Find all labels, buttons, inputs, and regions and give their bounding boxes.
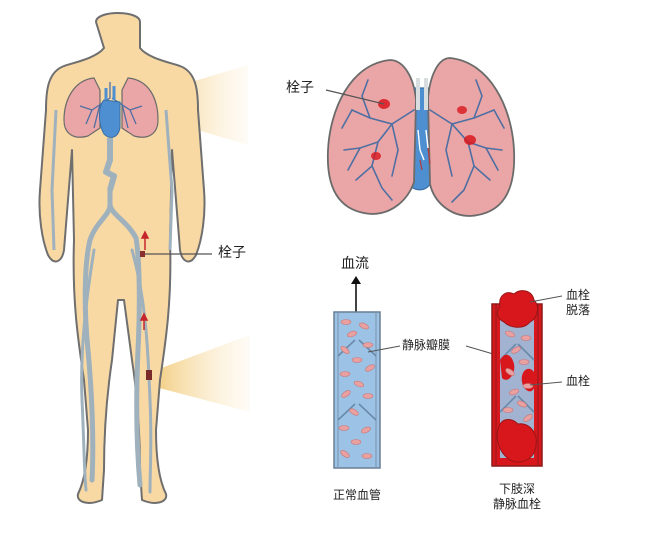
detached-clot-leader <box>529 295 563 303</box>
dvt-vessel-illustration <box>491 290 543 467</box>
detached-clot <box>496 290 538 328</box>
left-bronchial-tree <box>341 79 415 201</box>
clot-detached-line-2: 脱落 <box>566 303 591 317</box>
normal-vessel-label: 正常血管 <box>332 488 382 502</box>
lung-clot-4 <box>464 135 476 145</box>
enlarged-lungs <box>326 57 516 217</box>
embolus-lung-leader <box>325 89 385 105</box>
body-right-lung <box>121 77 159 138</box>
flow-arrows <box>139 230 150 330</box>
right-bronchial-tree <box>429 79 505 203</box>
clot-detached-line-1: 血栓 <box>566 288 591 302</box>
thrombus-label: 血栓 <box>566 374 591 388</box>
body-left-lung <box>63 77 101 138</box>
enlarged-left-lung <box>326 59 417 215</box>
valve-leader-normal <box>367 345 401 353</box>
dvt-label: 下肢深 静脉血栓 <box>493 482 541 512</box>
normal-vessel-valves <box>337 339 377 421</box>
thrombus-marker <box>146 370 152 380</box>
body-vena-cava <box>103 138 117 191</box>
embolus-leg-label: 栓子 <box>218 245 246 261</box>
thrombus-leader <box>529 381 563 386</box>
lung-clot-2 <box>371 152 381 160</box>
body-silhouette <box>38 12 206 504</box>
thrombus-mass-lower <box>496 419 537 463</box>
lung-clot-3 <box>457 106 467 114</box>
body-bronchi <box>79 82 143 129</box>
venous-valve-label: 静脉瓣膜 <box>402 338 451 352</box>
enlarged-trachea <box>416 78 428 110</box>
leg-spotlight-beam <box>148 335 250 412</box>
normal-vessel-illustration <box>333 276 381 469</box>
embolus-lung-label: 栓子 <box>286 80 314 96</box>
clot-detached-label: 血栓 脱落 <box>566 288 590 318</box>
leg-veins <box>80 187 153 494</box>
arm-veins <box>50 109 174 251</box>
dvt-label-line-2: 静脉血栓 <box>492 497 542 511</box>
dvt-rbcs <box>502 330 534 422</box>
blood-flow-label: 血流 <box>341 256 369 272</box>
normal-rbcs <box>338 319 375 459</box>
body-heart <box>99 99 121 138</box>
human-body-figure <box>38 12 206 504</box>
embolus-marker <box>140 251 145 257</box>
dvt-label-line-1: 下肢深 <box>498 482 536 496</box>
